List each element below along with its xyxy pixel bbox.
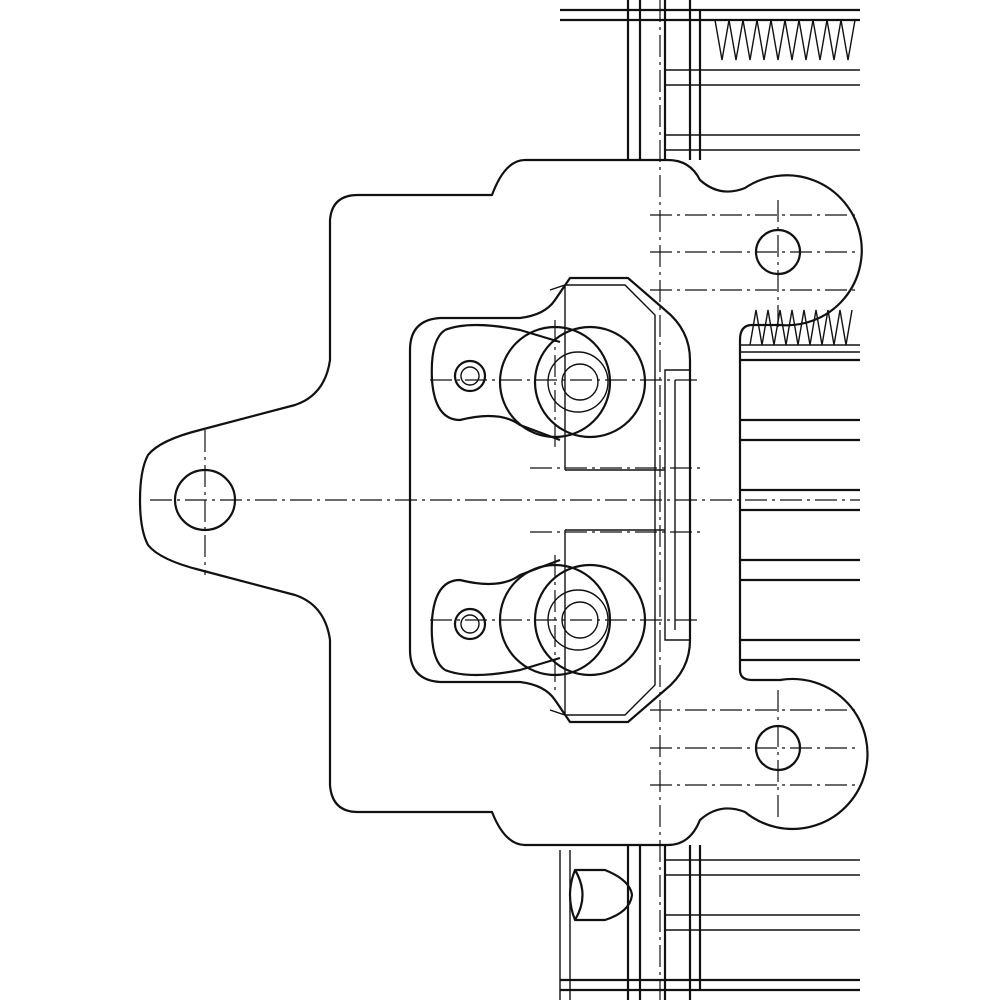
lower-boss	[430, 558, 647, 677]
bottom-plug	[568, 868, 634, 922]
spring-middle	[740, 309, 860, 353]
upper-boss	[430, 323, 647, 442]
housing-outline	[138, 158, 869, 847]
spring-top	[714, 19, 856, 61]
right-frame	[559, 0, 860, 1000]
centerlines	[150, 0, 860, 1000]
